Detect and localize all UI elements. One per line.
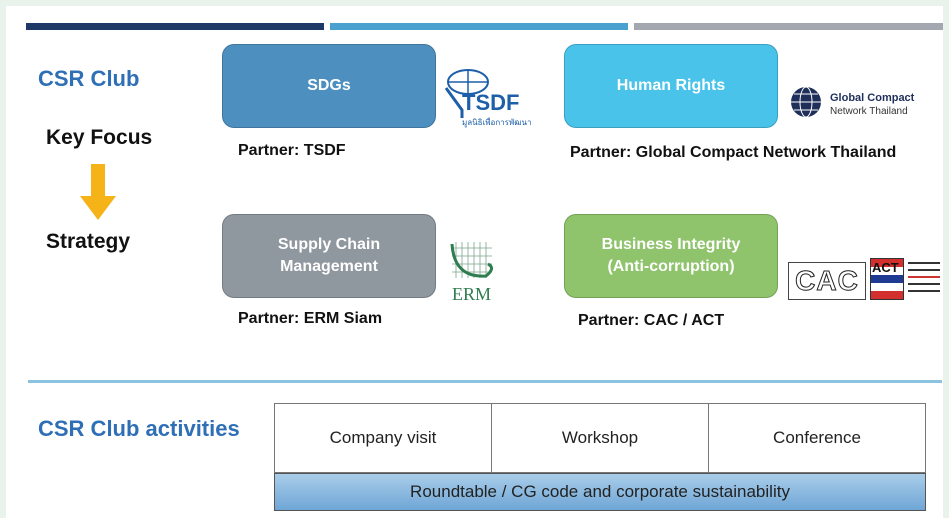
focus-business-integrity-label-line1: Business Integrity [601,236,741,253]
global-compact-logo-text: Global Compact [830,92,915,104]
strategy-label: Strategy [46,230,131,253]
activity-conference-label: Conference [773,428,861,447]
erm-mark-icon [450,242,493,278]
key-focus-label: Key Focus [46,126,153,149]
erm-logo-text: ERM [452,284,492,304]
activity-workshop-label: Workshop [561,428,639,447]
top-bar-navy [26,23,324,30]
focus-sdgs: SDGs [222,44,436,128]
focus-human-rights: Human Rights [564,44,778,128]
activity-roundtable-bar: Roundtable / CG code and corporate susta… [274,473,926,511]
activity-company-visit: Company visit [274,403,492,473]
partner-supply-chain: Partner: ERM Siam [238,310,383,327]
tsdf-logo-subtext: มูลนิธิเพื่อการพัฒนา [462,118,532,127]
focus-supply-chain: Supply Chain Management [222,214,436,298]
partner-business-integrity: Partner: CAC / ACT [578,312,725,329]
cac-logo-text: CAC [795,265,859,297]
globe-icon [444,69,489,118]
cac-logo: CAC [788,262,866,300]
focus-business-integrity-label-line2: (Anti-corruption) [607,258,735,275]
top-bar-blue [330,23,628,30]
act-logo-text: ACT [872,260,899,275]
global-compact-logo-subtext: Network Thailand [830,106,908,117]
globe-icon [791,86,821,118]
act-text-lines [908,262,940,292]
focus-supply-chain-label-line2: Management [280,258,378,275]
down-arrow-icon [80,164,116,220]
activity-conference: Conference [708,403,926,473]
activity-company-visit-label: Company visit [329,428,437,447]
act-logo: ACT [870,258,942,304]
erm-logo: ERM [446,238,506,306]
focus-sdgs-label: SDGs [307,77,351,94]
tsdf-logo-text: TSDF [462,90,520,115]
tsdf-logo: TSDF มูลนิธิเพื่อการพัฒนา [442,66,531,128]
activities-title: CSR Club activities [38,416,240,441]
partner-sdgs: Partner: TSDF [238,142,346,159]
top-bar-gray [634,23,943,30]
global-compact-logo: Global Compact Network Thailand [788,82,938,122]
activity-workshop: Workshop [491,403,709,473]
focus-business-integrity: Business Integrity (Anti-corruption) [564,214,778,298]
act-flag-icon [870,258,904,300]
csr-club-title: CSR Club [38,66,140,91]
section-divider [28,380,942,383]
activity-roundtable-label: Roundtable / CG code and corporate susta… [410,482,790,501]
focus-supply-chain-label-line1: Supply Chain [277,236,381,253]
focus-human-rights-label: Human Rights [616,77,726,94]
partner-human-rights: Partner: Global Compact Network Thailand [570,144,897,161]
